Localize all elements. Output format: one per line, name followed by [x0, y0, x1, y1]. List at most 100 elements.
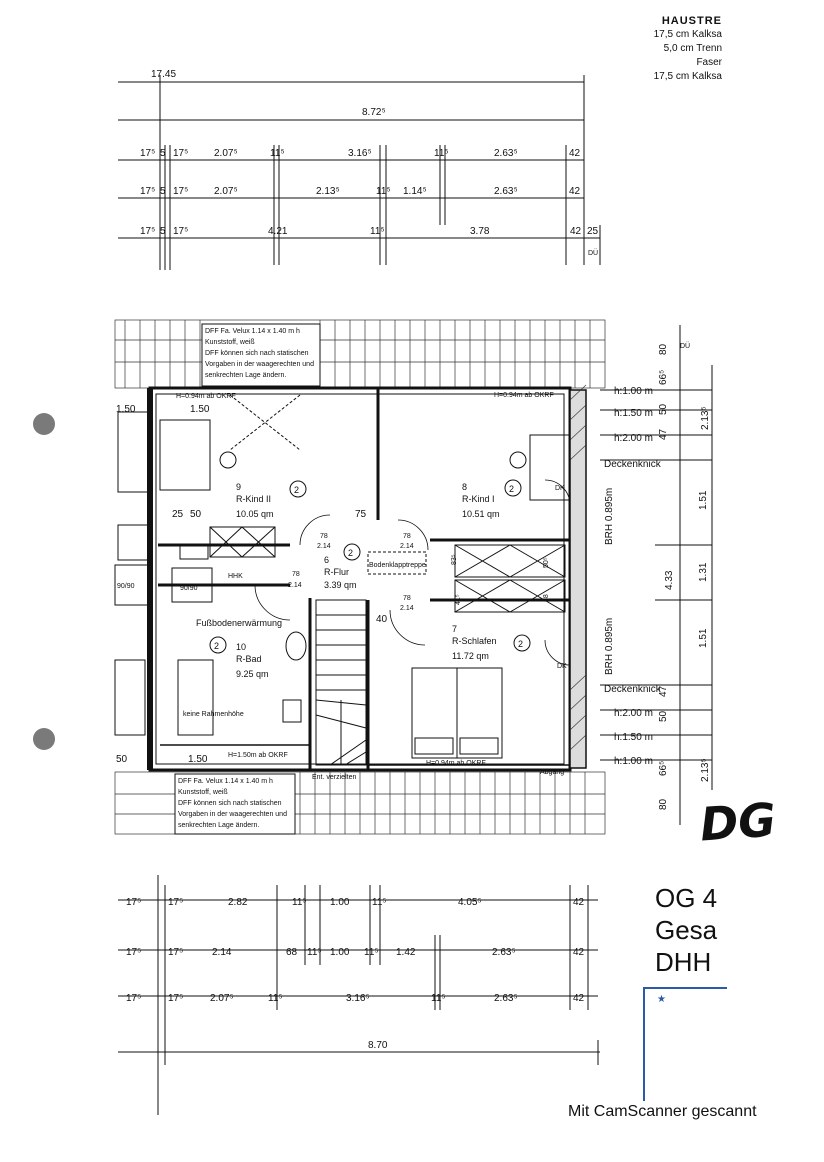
dim-label: 2.13⁵ [700, 406, 711, 430]
roof-hatching-top [114, 319, 606, 389]
height-note: H=0.94m ab OKRF [494, 392, 554, 399]
dim-label: 2.13⁵ [700, 758, 711, 782]
dim-label: 1.42 [396, 947, 416, 958]
dim-label: 25 [587, 226, 599, 237]
dim-label: 17⁵ [126, 897, 141, 908]
og-line: DHH [655, 947, 712, 977]
dff-note-bottom-box [174, 773, 296, 835]
shower-label: 90/90 [180, 585, 198, 592]
door-swings [254, 479, 571, 666]
room-kind-2: 9 R-Kind II 10.05 qm 2 [236, 480, 307, 519]
dim-label: 1.51 [698, 490, 709, 510]
dim-label: 66⁵ [658, 370, 669, 385]
room-bad: 10 R-Bad 9.25 qm 2 [209, 636, 269, 679]
note-line: DFF Fa. Velux 1.14 x 1.40 m h [178, 778, 273, 785]
dim-label: 3.16⁵ [346, 993, 370, 1004]
height-label: Deckenknick [604, 684, 662, 695]
dim-label: 25 [172, 509, 184, 520]
dff-note-bottom: DFF Fa. Velux 1.14 x 1.40 m h Kunststoff… [178, 778, 287, 829]
room-marker: 2 [294, 485, 299, 495]
dim-label: 58 [543, 594, 550, 602]
hhk-note: HHK [228, 573, 243, 580]
dim-label: 4.33 [664, 570, 675, 590]
dim-label: 78 [403, 533, 411, 540]
legend-line: Faser [696, 57, 722, 68]
dim-label: 2.13⁵ [316, 186, 340, 197]
built-in-cabinets [209, 526, 566, 613]
room-number: 10 [236, 642, 246, 652]
page-edge-cutoff [724, 0, 824, 1162]
bottom-dim-row2: 17⁵ 17⁵ 2.14 68 11⁵ 1.00 11⁵ 1.42 2.63⁵ … [126, 947, 585, 958]
dim-label: 42 [573, 897, 585, 908]
dim-label: 78 [292, 571, 300, 578]
dim-label: 75 [355, 509, 367, 520]
og-line: Gesa [655, 915, 718, 945]
dim-label: 2.07⁵ [210, 993, 234, 1004]
dim-label: 11⁵ [364, 947, 379, 958]
right-dimension-chain [600, 325, 713, 825]
dim-label: 4.21 [268, 226, 288, 237]
dim-label: 2.14 [288, 582, 302, 589]
height-label: h:1.50 m [614, 408, 653, 419]
dim-label: 1.50 [190, 404, 210, 415]
dim-label: DÜ [588, 249, 598, 257]
dim-label: 11⁵ [376, 186, 391, 197]
dim-label: 2.63⁵ [492, 947, 516, 958]
dim-label: 11⁵ [270, 148, 285, 159]
dim-label: 17⁵ [173, 148, 188, 159]
top-dim-row1: 17⁵ 5 17⁵ 2.07⁵ 11⁵ 3.16⁵ 11⁵ 2.63⁵ 42 [140, 148, 581, 159]
room-marker: 2 [509, 484, 514, 494]
room-number: 6 [324, 555, 329, 565]
height-note: H=0.94m ab OKRF [426, 760, 486, 767]
dim-label: 42 [569, 186, 581, 197]
dim-label: 2.63⁵ [494, 148, 518, 159]
dim-label: 50 [658, 403, 669, 415]
dim-label: 42 [569, 148, 581, 159]
dim-label: 1.31 [698, 562, 709, 582]
dim-label: 17⁵ [173, 226, 188, 237]
dim-label: 42 [573, 993, 585, 1004]
punch-hole-top [33, 413, 55, 435]
note-line: Kunststoff, weiß [205, 339, 255, 346]
height-label: h:1.50 m [614, 732, 653, 743]
note-line: DFF Fa. Velux 1.14 x 1.40 m h [205, 328, 300, 335]
dim-label: 2.14 [400, 543, 414, 550]
room-area: 3.39 qm [324, 580, 357, 590]
inner-dimensions: 1.50 1.50 25 50 78 2.14 75 78 2.14 78 2.… [116, 404, 550, 765]
legend-line: 17,5 cm Kalksa [653, 71, 722, 82]
legend-line: 5,0 cm Trenn [663, 43, 722, 54]
legend-title: HAUSTRE [661, 15, 722, 27]
neighbour-label: 90/90 [117, 583, 135, 590]
height-label: Deckenknick [604, 459, 662, 470]
dim-label: 4.05⁵ [458, 897, 482, 908]
room-area: 11.72 qm [452, 651, 489, 661]
room-name: R-Schlafen [452, 636, 497, 646]
note-line: Kunststoff, weiß [178, 789, 228, 796]
bottom-dim-row3: 17⁵ 17⁵ 2.07⁵ 11⁵ 3.16⁵ 11⁵ 2.63⁵ 42 [126, 993, 585, 1004]
dim-label: 1.50 [116, 404, 136, 415]
height-note: H=1.50m ab OKRF [228, 752, 288, 759]
bottom-dimension-chains [118, 875, 600, 1115]
handwritten-floor-label: DG [698, 792, 778, 852]
dim-label: 11⁵ [434, 148, 449, 159]
dk-note: DK [555, 485, 565, 492]
room-number: 7 [452, 624, 457, 634]
dim-label: 50 [658, 710, 669, 722]
dim-label: 50 [190, 509, 202, 520]
room-name: R-Kind II [236, 494, 271, 504]
dim-label: 68 [286, 947, 298, 958]
dim-label: 5 [160, 186, 166, 197]
height-label: h:1.00 m [614, 756, 653, 767]
overall-width-top: 17.45 [151, 69, 176, 80]
room-marker: 2 [214, 641, 219, 651]
dim-label: 83⁵ [451, 554, 458, 565]
stamp-box [643, 987, 727, 1101]
wall-hatching-right [569, 384, 587, 751]
dim-label: 2.07⁵ [214, 186, 238, 197]
right-dim-labels: 80 66⁵ 50 47 1.51 1.31 1.51 47 50 66⁵ 80… [604, 342, 711, 810]
roof-hatching-bottom [114, 771, 606, 835]
dim-label: 3.16⁵ [348, 148, 372, 159]
room-name: R-Kind I [462, 494, 495, 504]
height-label: h:2.00 m [614, 708, 653, 719]
